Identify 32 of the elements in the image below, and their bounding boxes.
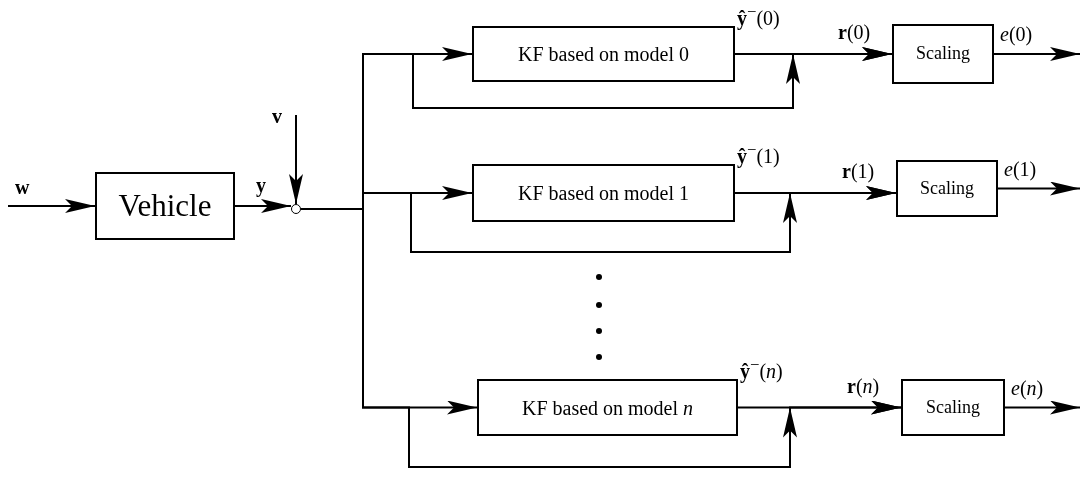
edge-label: e(1) bbox=[1004, 158, 1037, 179]
edge-label: e(0) bbox=[1000, 24, 1033, 44]
edge-label: w bbox=[15, 177, 30, 197]
edge-label: e(n) bbox=[1011, 377, 1044, 398]
arrow bbox=[300, 208, 478, 415]
signal-label: ŷ$^{−}$(n) bbox=[740, 357, 783, 381]
process-box bbox=[896, 160, 998, 217]
edge-label: v bbox=[272, 106, 282, 126]
box-label: Scaling bbox=[916, 44, 970, 64]
box-label: KF based on model 0 bbox=[517, 43, 690, 65]
arrow bbox=[234, 199, 292, 213]
arrow bbox=[737, 400, 902, 415]
box-label: Scaling bbox=[926, 397, 980, 418]
box-label: KF based on model 1 bbox=[517, 182, 690, 204]
box-label: KF based on model n bbox=[521, 396, 694, 419]
arrow bbox=[997, 181, 1081, 196]
signal-label: ŷ$^{−}$(1) bbox=[737, 142, 780, 166]
arrow bbox=[1004, 400, 1081, 415]
process-box bbox=[95, 172, 235, 240]
box-label: Scaling bbox=[920, 178, 974, 199]
arrow bbox=[7, 199, 96, 213]
edge-label: r(0) bbox=[838, 22, 871, 42]
signal-label: ŷ$^{−}$(0) bbox=[737, 4, 780, 28]
box-label: Vehicle bbox=[118, 188, 212, 224]
edge-label: r(1) bbox=[842, 161, 875, 181]
junction-circle bbox=[291, 204, 301, 214]
process-box bbox=[892, 24, 994, 84]
edge-label: r(n) bbox=[847, 375, 880, 396]
process-box bbox=[901, 379, 1005, 436]
edge-label: y bbox=[256, 175, 266, 195]
arrow bbox=[289, 114, 303, 205]
arrow bbox=[993, 47, 1081, 61]
